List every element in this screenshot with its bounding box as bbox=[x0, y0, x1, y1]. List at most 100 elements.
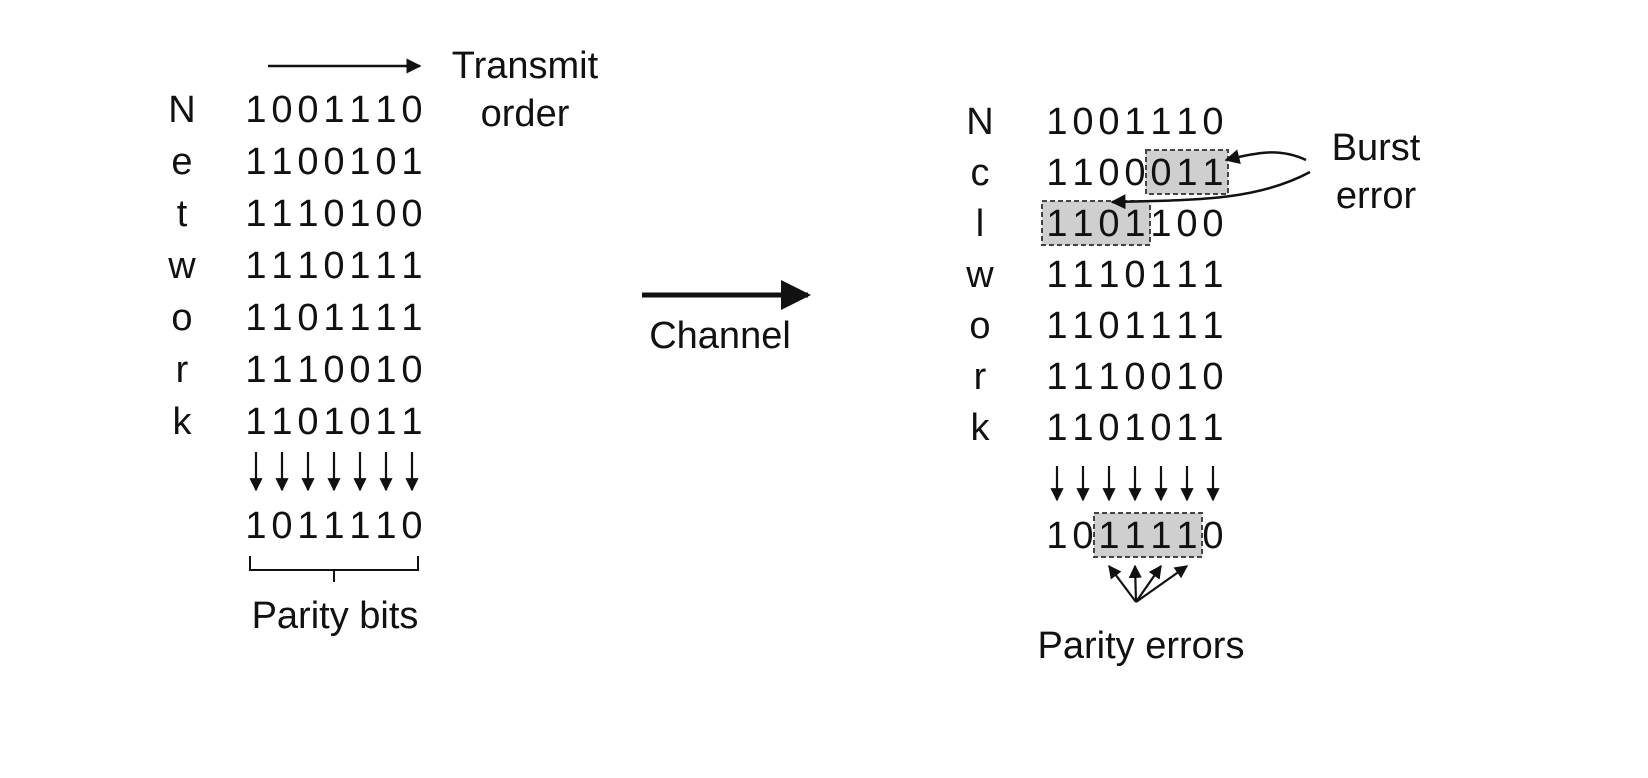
parity-error-arrow bbox=[1135, 565, 1189, 603]
parity-digit: 1 bbox=[1098, 515, 1119, 557]
parity-error-box bbox=[1093, 512, 1203, 558]
bit-digit: 0 bbox=[1150, 407, 1171, 449]
bit-digit: 1 bbox=[1046, 254, 1067, 296]
burst-error-box bbox=[1041, 200, 1151, 246]
transmit-label-line1: Transmit bbox=[452, 45, 599, 87]
bit-digit: 0 bbox=[375, 141, 396, 183]
bit-digit: 0 bbox=[297, 297, 318, 339]
bit-digit: 0 bbox=[349, 349, 370, 391]
bit-digit: 1 bbox=[1202, 407, 1223, 449]
left-row-letter: e bbox=[171, 141, 192, 183]
bit-digit: 0 bbox=[1202, 203, 1223, 245]
bit-digit: 1 bbox=[1046, 101, 1067, 143]
bit-digit: 0 bbox=[297, 401, 318, 443]
left-row-letter: o bbox=[171, 297, 192, 339]
bit-digit: 0 bbox=[1124, 254, 1145, 296]
bit-digit: 1 bbox=[1072, 407, 1093, 449]
bit-digit: 1 bbox=[245, 297, 266, 339]
burst-label-line2: error bbox=[1336, 175, 1417, 217]
right-row-letter: k bbox=[971, 407, 991, 449]
bit-digit: 1 bbox=[1124, 101, 1145, 143]
parity-digit: 1 bbox=[297, 505, 318, 547]
parity-digit: 1 bbox=[1046, 515, 1067, 557]
bit-digit: 1 bbox=[245, 401, 266, 443]
burst-arrow-lower bbox=[1110, 170, 1311, 210]
parity-digit: 1 bbox=[349, 505, 370, 547]
bit-digit: 1 bbox=[1176, 356, 1197, 398]
bit-digit: 1 bbox=[297, 349, 318, 391]
bit-digit: 1 bbox=[1150, 305, 1171, 347]
parity-bits-brace bbox=[249, 556, 419, 582]
bit-digit: 0 bbox=[323, 193, 344, 235]
bit-digit: 1 bbox=[1124, 407, 1145, 449]
bit-digit: 1 bbox=[375, 245, 396, 287]
bit-digit: 0 bbox=[1176, 203, 1197, 245]
parity-bits-label: Parity bits bbox=[252, 595, 419, 637]
right-row-letter: N bbox=[966, 101, 993, 143]
parity-digit: 1 bbox=[245, 505, 266, 547]
bit-digit: 1 bbox=[297, 245, 318, 287]
bit-digit: 1 bbox=[1046, 203, 1067, 245]
bit-digit: 1 bbox=[1202, 305, 1223, 347]
bit-digit: 1 bbox=[323, 297, 344, 339]
bit-digit: 0 bbox=[401, 89, 422, 131]
bit-digit: 1 bbox=[1176, 407, 1197, 449]
burst-arrow-upper bbox=[1224, 149, 1307, 165]
bit-digit: 0 bbox=[323, 245, 344, 287]
bit-digit: 1 bbox=[401, 141, 422, 183]
burst-error-highlights bbox=[1041, 149, 1229, 558]
bit-digit: 0 bbox=[297, 141, 318, 183]
channel: Channel bbox=[642, 280, 811, 357]
bit-digit: 1 bbox=[297, 193, 318, 235]
bit-digit: 1 bbox=[1176, 254, 1197, 296]
left-column-arrows bbox=[249, 452, 419, 492]
bit-digit: 0 bbox=[1124, 356, 1145, 398]
right-row-letter: o bbox=[969, 305, 990, 347]
bit-digit: 1 bbox=[245, 141, 266, 183]
bit-digit: 0 bbox=[323, 141, 344, 183]
parity-error-arrow bbox=[1135, 564, 1162, 603]
bit-digit: 1 bbox=[349, 89, 370, 131]
parity-digit: 0 bbox=[1202, 515, 1223, 557]
bit-digit: 1 bbox=[245, 193, 266, 235]
bit-digit: 0 bbox=[1098, 407, 1119, 449]
parity-error-arrow bbox=[1108, 564, 1137, 603]
parity-errors-label: Parity errors bbox=[1038, 625, 1245, 667]
bit-digit: 1 bbox=[349, 245, 370, 287]
bit-digit: 1 bbox=[1072, 203, 1093, 245]
bit-digit: 0 bbox=[1124, 152, 1145, 194]
bit-digit: 1 bbox=[1072, 254, 1093, 296]
bit-digit: 1 bbox=[1072, 152, 1093, 194]
right-row-letter: w bbox=[965, 254, 994, 296]
bit-digit: 1 bbox=[1176, 305, 1197, 347]
bit-digit: 1 bbox=[245, 349, 266, 391]
bit-digit: 0 bbox=[297, 89, 318, 131]
bit-digit: 0 bbox=[349, 401, 370, 443]
bit-digit: 1 bbox=[1150, 101, 1171, 143]
parity-digit: 1 bbox=[1150, 515, 1171, 557]
bit-digit: 1 bbox=[1046, 152, 1067, 194]
bit-digit: 0 bbox=[401, 193, 422, 235]
parity-digit: 0 bbox=[401, 505, 422, 547]
bit-digit: 1 bbox=[1046, 356, 1067, 398]
bit-digit: 1 bbox=[1150, 203, 1171, 245]
bit-digit: 1 bbox=[1150, 254, 1171, 296]
right-column-arrows bbox=[1050, 466, 1220, 502]
bit-digit: 0 bbox=[375, 193, 396, 235]
bit-digit: 0 bbox=[1202, 101, 1223, 143]
bit-digit: 1 bbox=[401, 297, 422, 339]
bit-digit: 1 bbox=[375, 401, 396, 443]
left-row-letter: N bbox=[168, 89, 195, 131]
bit-digit: 0 bbox=[1098, 305, 1119, 347]
bit-digit: 1 bbox=[323, 89, 344, 131]
bit-digit: 1 bbox=[1046, 305, 1067, 347]
bit-digit: 1 bbox=[1202, 254, 1223, 296]
